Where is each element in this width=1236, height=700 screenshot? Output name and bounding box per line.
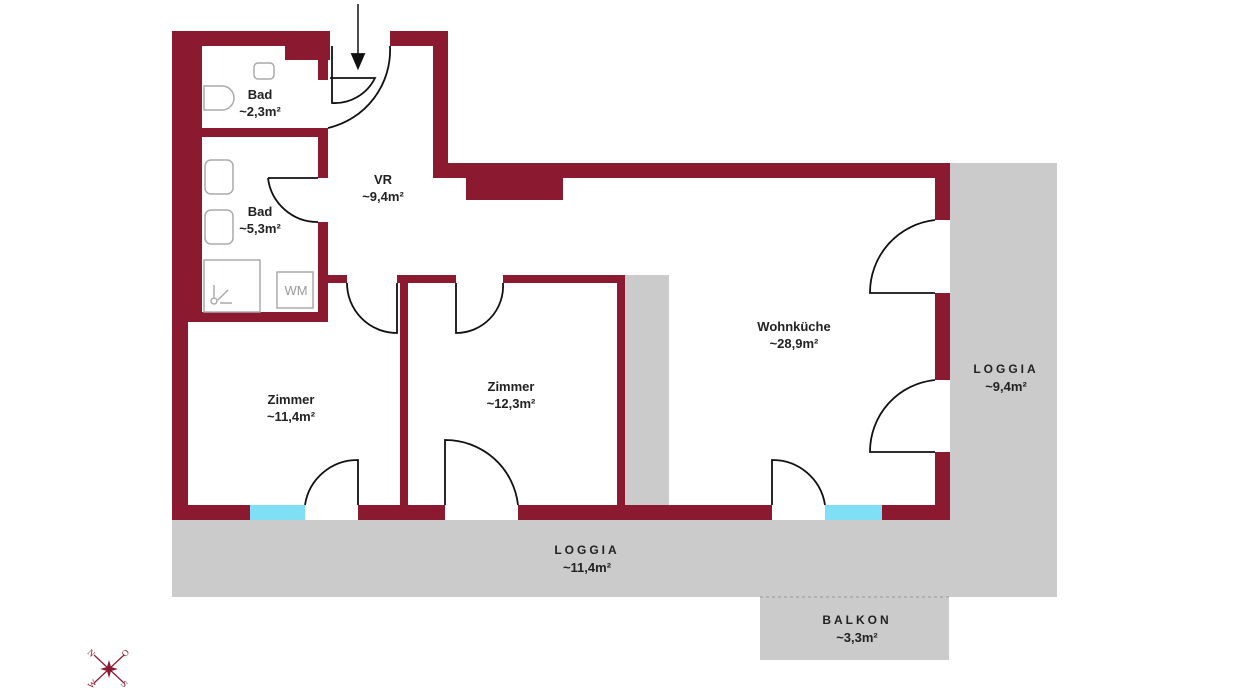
washing-machine-icon xyxy=(276,271,314,309)
room-wohnkueche: Wohnküche~28,9m² xyxy=(757,319,831,351)
doors xyxy=(267,4,936,506)
toilet-icon xyxy=(203,85,235,111)
walls xyxy=(172,31,950,520)
outdoor-areas xyxy=(172,163,1057,660)
loggia-bottom xyxy=(172,520,1057,597)
loggia-right-label: LOGGIA~9,4m² xyxy=(973,362,1039,394)
shower-icon xyxy=(203,259,261,313)
balkon-label: BALKON~3,3m² xyxy=(822,613,892,645)
room-zimmer-2: Zimmer~12,3m² xyxy=(486,379,536,411)
loggia-bottom-label: LOGGIA~11,4m² xyxy=(554,543,620,575)
window xyxy=(250,505,305,520)
windows xyxy=(250,505,882,520)
fixtures xyxy=(203,62,314,313)
sink-icon xyxy=(204,209,234,245)
shaft xyxy=(625,275,669,505)
room-zimmer-1: Zimmer~11,4m² xyxy=(266,392,316,424)
room-vr: VR~9,4m² xyxy=(362,172,404,204)
sink-icon xyxy=(204,159,234,195)
compass-icon: N O W S xyxy=(85,647,132,691)
balkon xyxy=(760,597,949,660)
sink-icon xyxy=(253,62,275,80)
window xyxy=(825,505,882,520)
room-bad: Bad~5,3m² xyxy=(239,204,281,236)
room-bad-small: Bad~2,3m² xyxy=(239,87,281,119)
washing-machine-label: WM xyxy=(284,283,308,298)
